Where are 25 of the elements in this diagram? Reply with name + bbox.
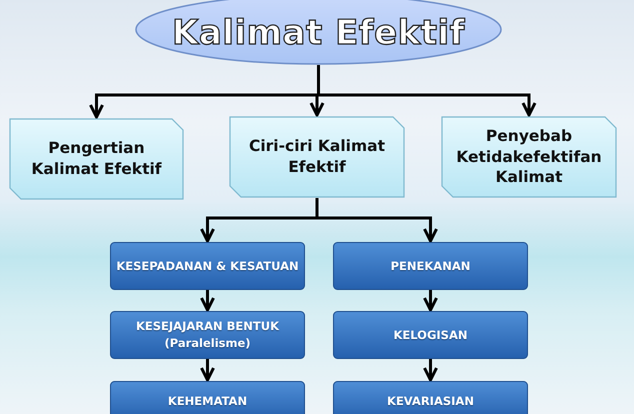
criterion-box	[110, 311, 305, 359]
arrow	[200, 359, 215, 382]
topic-card	[229, 116, 405, 198]
box-label: PENEKANAN	[390, 258, 472, 274]
arrow	[316, 198, 438, 242]
arrow	[423, 359, 438, 382]
topic-card	[9, 118, 184, 200]
card-label: Penyebab Ketidakefektifan Kalimat	[455, 126, 603, 188]
criterion-box	[110, 381, 305, 414]
box-label: KEHEMATAN	[166, 392, 248, 410]
arrow	[200, 290, 215, 312]
arrow	[317, 65, 536, 116]
criterion-box	[333, 381, 528, 414]
card-label: Ciri-ciri Kalimat Efektif	[248, 136, 386, 178]
criterion-box	[110, 242, 305, 290]
box-label: KEVARIASIAN	[386, 392, 475, 410]
box-label: KELOGISAN	[392, 326, 468, 344]
criterion-box	[333, 311, 528, 359]
box-label: KESEPADANAN & KESATUAN	[115, 258, 300, 274]
arrow	[423, 290, 438, 312]
topic-card	[441, 116, 617, 198]
title-text: Kalimat Efektif	[172, 12, 465, 52]
criterion-box	[333, 242, 528, 290]
card-label: Pengertian Kalimat Efektif	[30, 138, 163, 180]
box-label: KESEJAJARAN BENTUK (Paralelisme)	[135, 318, 280, 352]
